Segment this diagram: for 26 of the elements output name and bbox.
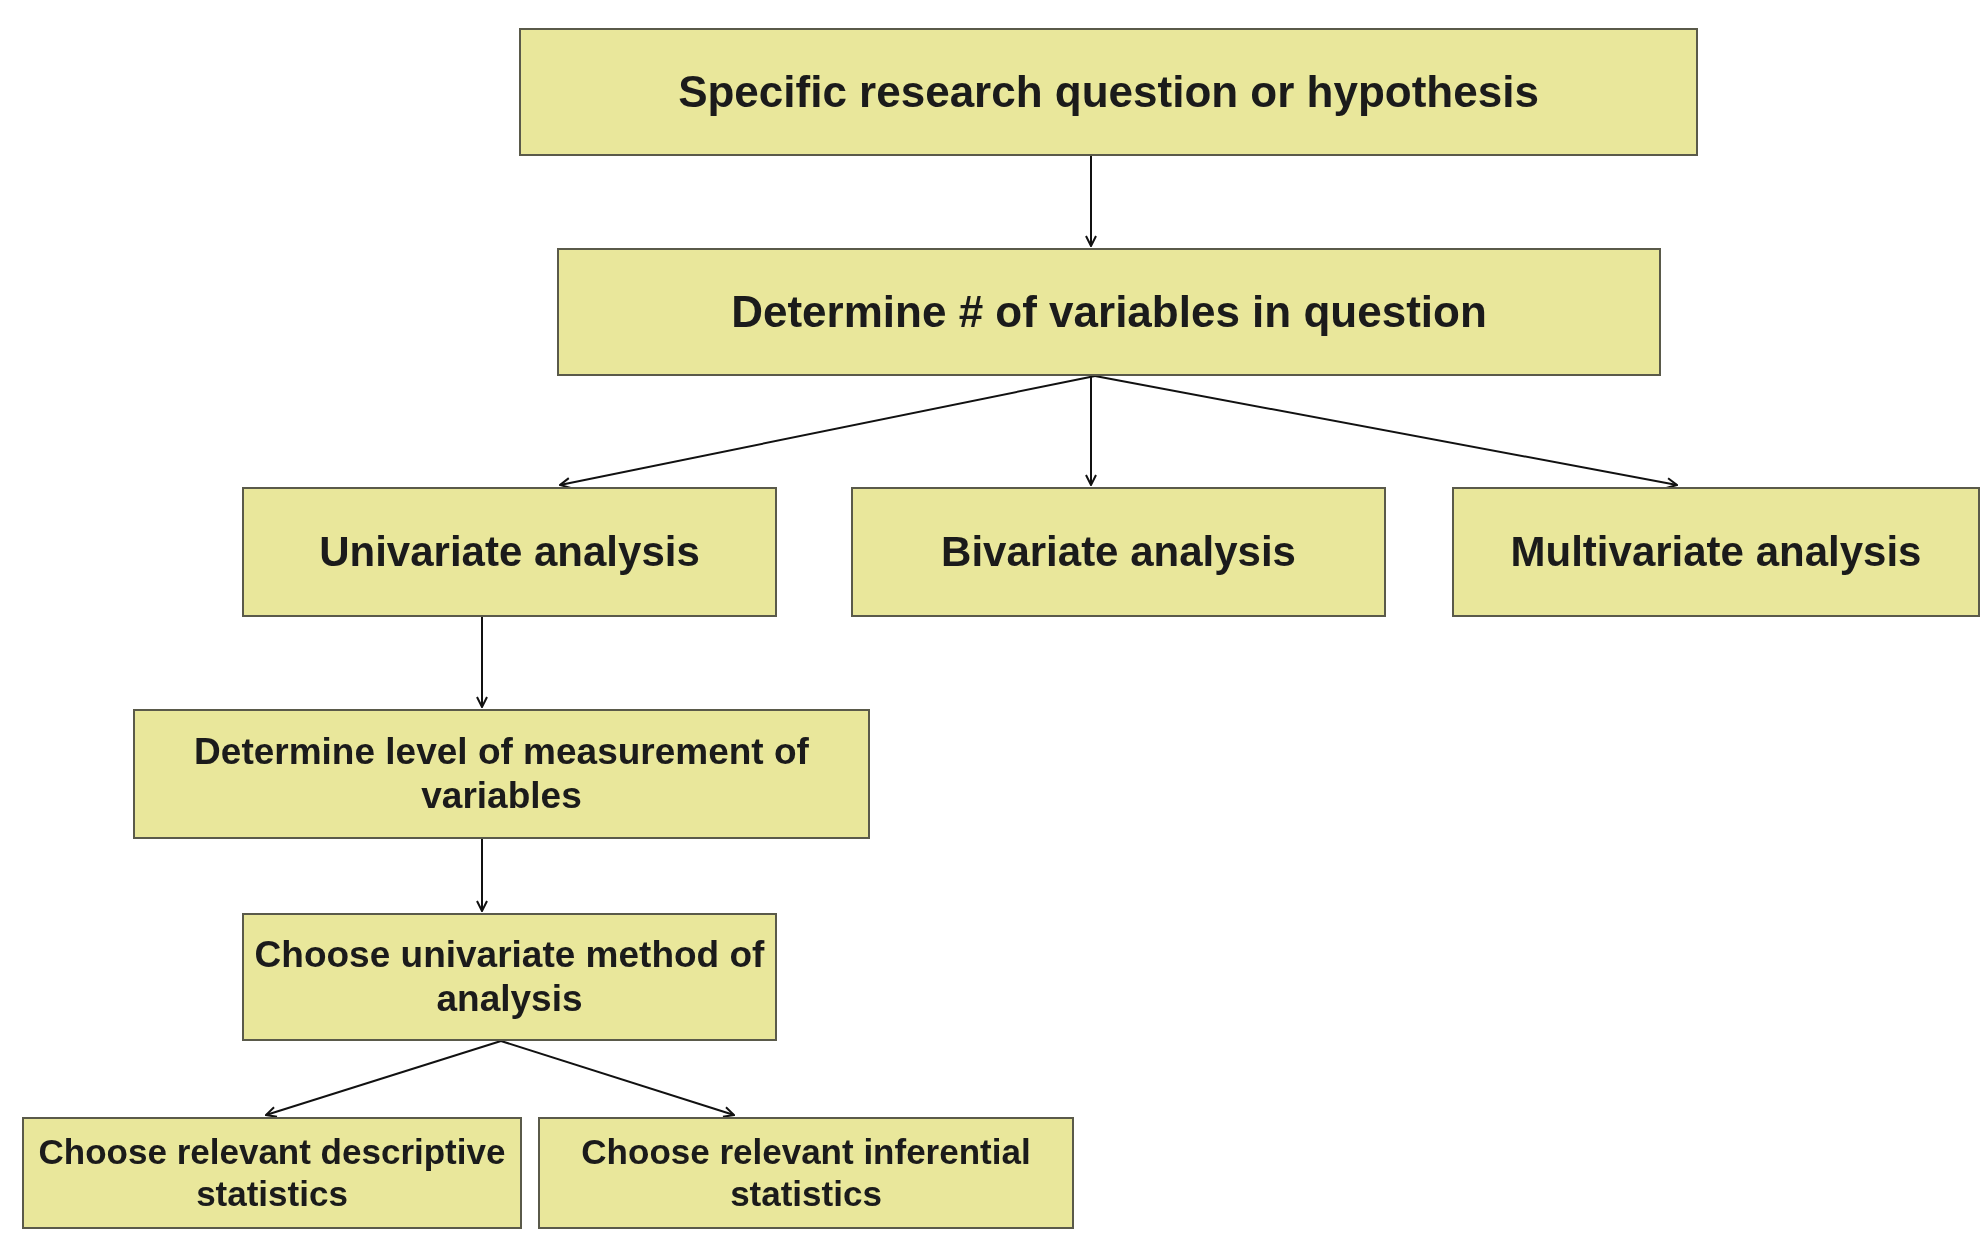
process-box [242, 487, 777, 617]
box-label: Specific research question or hypothesis [678, 65, 1539, 118]
arrow [1085, 375, 1097, 486]
process-box [22, 1117, 522, 1229]
box-label: Determine # of variables in question [731, 285, 1487, 338]
box-label: Determine level of measurement of variables [193, 729, 810, 818]
box-label: Choose relevant descriptive statistics [37, 1131, 507, 1215]
process-box [851, 487, 1386, 617]
box-label: Choose univariate method of analysis [254, 932, 765, 1021]
process-box [519, 28, 1698, 156]
arrow [1085, 155, 1097, 247]
arrow [500, 1040, 735, 1118]
process-box [557, 248, 1661, 376]
box-label: Choose relevant inferential statistics [580, 1131, 1032, 1215]
arrow [476, 838, 488, 912]
process-box [538, 1117, 1074, 1229]
arrow [476, 616, 488, 708]
process-box [242, 913, 777, 1041]
arrow [559, 375, 1096, 489]
process-box [1452, 487, 1980, 617]
box-label: Bivariate analysis [941, 526, 1296, 577]
box-label: Multivariate analysis [1510, 526, 1922, 577]
arrow [265, 1040, 502, 1118]
process-box [133, 709, 870, 839]
arrow [1094, 375, 1678, 490]
box-label: Univariate analysis [319, 526, 700, 577]
